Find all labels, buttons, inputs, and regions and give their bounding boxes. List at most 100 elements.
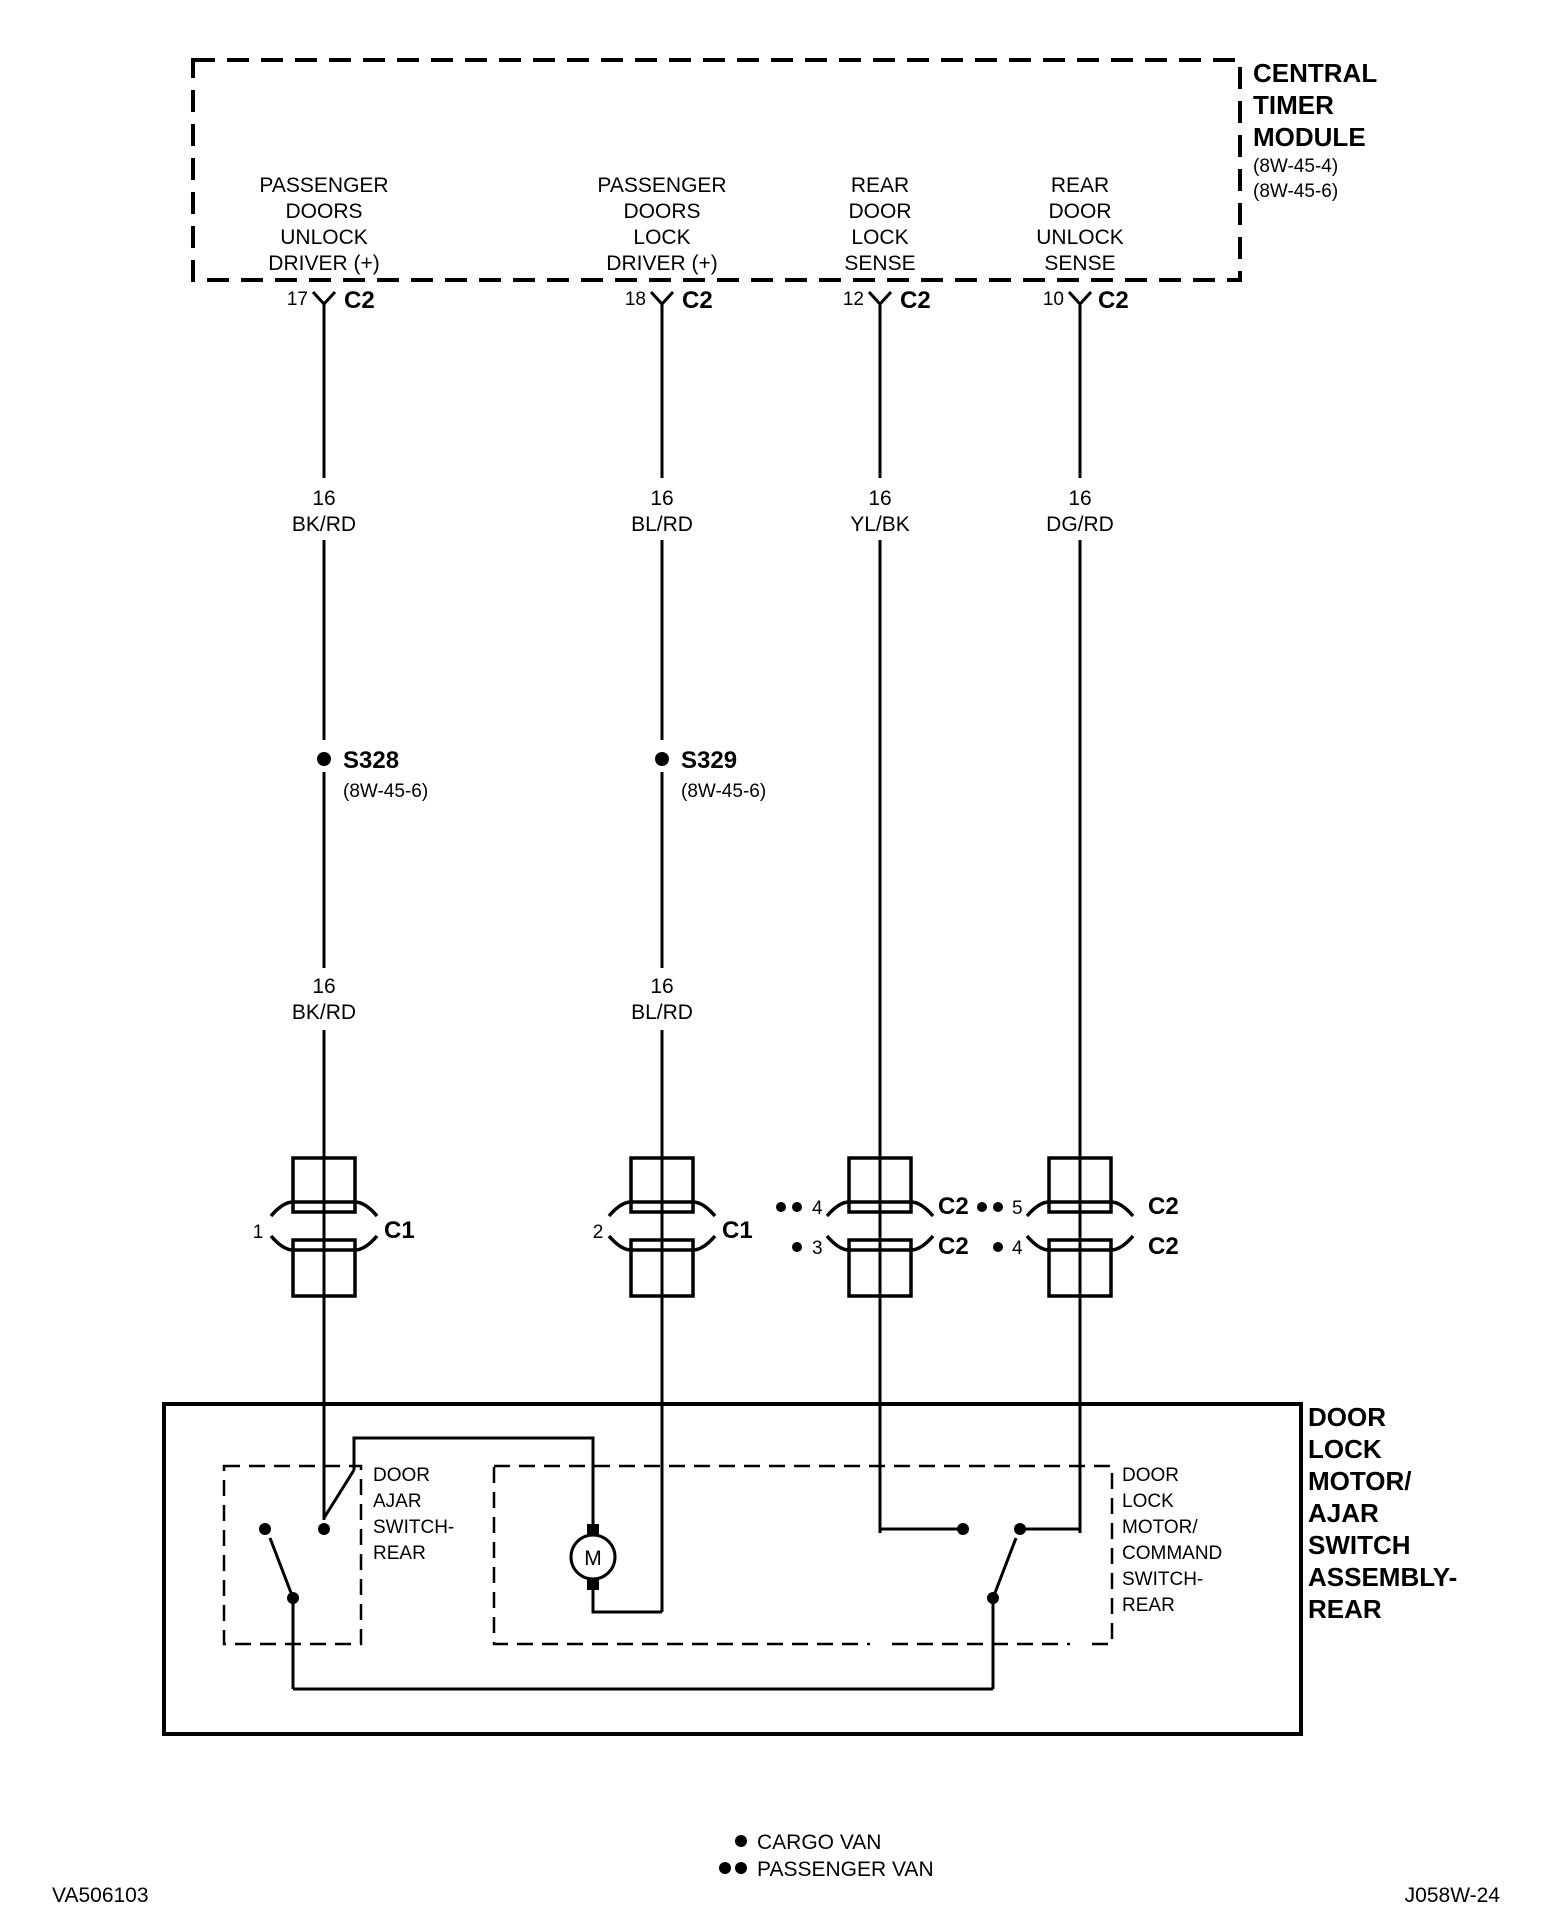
c3-connector: C2	[900, 287, 931, 314]
c2-color: BL/RD	[631, 513, 693, 536]
c2-gauge-2: 16	[650, 975, 673, 998]
c3-pin: 12	[843, 289, 864, 310]
c3-passenger-dot-1	[776, 1202, 786, 1212]
c2-func-1: PASSENGER	[597, 174, 726, 197]
c1-func-4: DRIVER (+)	[268, 252, 379, 275]
c3-gauge: 16	[868, 487, 891, 510]
motor-label-4: COMMAND	[1122, 1543, 1222, 1564]
legend-passenger-dot-1	[719, 1862, 731, 1874]
c1-inline-connector: C1	[384, 1217, 415, 1244]
splice-s328-name: S328	[343, 747, 399, 774]
c3-passenger-dot-2	[792, 1202, 802, 1212]
c2-inline-pin: 2	[593, 1222, 604, 1243]
footer-right-id: J058W-24	[1405, 1884, 1501, 1907]
c3-func-2: DOOR	[849, 200, 912, 223]
c2-func-4: DRIVER (+)	[606, 252, 717, 275]
wires	[322, 312, 1082, 1672]
c2-func-3: LOCK	[633, 226, 690, 249]
ajar-switch-label: DOOR AJAR SWITCH- REAR	[373, 1465, 454, 1564]
ajar-label-4: REAR	[373, 1543, 426, 1564]
lock-motor-label: DOOR LOCK MOTOR/ COMMAND SWITCH- REAR	[1122, 1465, 1222, 1616]
assembly-name-7: REAR	[1308, 1594, 1382, 1624]
c3-inline-connector-b: C2	[938, 1233, 969, 1260]
inline-connector-c4	[1025, 1156, 1135, 1298]
c3-inline-pin-b: 3	[812, 1238, 823, 1259]
command-contact-right	[1014, 1523, 1026, 1535]
c2-pin: 18	[625, 289, 646, 310]
legend-passenger-label: PASSENGER VAN	[757, 1858, 934, 1881]
ajar-label-1: DOOR	[373, 1465, 430, 1486]
c2-func-2: DOORS	[623, 200, 700, 223]
assembly-internal-wiring: M	[259, 1436, 1080, 1691]
legend-cargo-dot	[735, 1835, 747, 1847]
command-contact-left	[957, 1523, 969, 1535]
inline-connector-c3	[825, 1156, 935, 1298]
c4-func-3: UNLOCK	[1036, 226, 1124, 249]
splice-s329-dot	[655, 752, 669, 766]
motor-label-6: REAR	[1122, 1595, 1175, 1616]
module-label: CENTRAL TIMER MODULE (8W-45-4) (8W-45-6)	[1253, 58, 1377, 202]
c1-inline-pin: 1	[253, 1222, 264, 1243]
motor-label-1: DOOR	[1122, 1465, 1179, 1486]
assembly-name-3: MOTOR/	[1308, 1466, 1412, 1496]
c1-func-2: DOORS	[285, 200, 362, 223]
inline-connectors: 1 C1 2 C1 4 C2 3 C2	[253, 1156, 1179, 1298]
c4-passenger-dot-2	[993, 1202, 1003, 1212]
c4-inline-pin-a: 5	[1012, 1198, 1023, 1219]
motor-top-terminal	[587, 1524, 599, 1534]
c4-pin: 10	[1043, 289, 1064, 310]
c4-inline-pin-b: 4	[1012, 1238, 1023, 1259]
c1-func-3: UNLOCK	[280, 226, 368, 249]
c4-connector: C2	[1098, 287, 1129, 314]
assembly-name-4: AJAR	[1308, 1498, 1379, 1528]
inline-connector-c2-pin2	[607, 1156, 717, 1298]
motor-label-3: MOTOR/	[1122, 1517, 1198, 1538]
c3-inline-connector-a: C2	[938, 1193, 969, 1220]
central-timer-module-box	[191, 58, 1242, 282]
motor-label-5: SWITCH-	[1122, 1569, 1203, 1590]
splice-s328-ref: (8W-45-6)	[343, 781, 428, 802]
door-lock-assembly-box	[162, 1402, 1303, 1736]
c4-func-4: SENSE	[1044, 252, 1115, 275]
ajar-contact-left	[259, 1523, 271, 1535]
c2-gauge: 16	[650, 487, 673, 510]
inline-connector-c1-pin1	[269, 1156, 379, 1298]
module-ref-1: (8W-45-4)	[1253, 156, 1338, 177]
c4-cargo-dot	[993, 1242, 1003, 1252]
c3-func-4: SENSE	[844, 252, 915, 275]
c4-inline-connector-a: C2	[1148, 1193, 1179, 1220]
c4-func-2: DOOR	[1049, 200, 1112, 223]
assembly-name-6: ASSEMBLY-	[1308, 1562, 1457, 1592]
c4-func-1: REAR	[1051, 174, 1109, 197]
c3-func-3: LOCK	[851, 226, 908, 249]
motor-icon	[569, 1533, 617, 1581]
c1-color: BK/RD	[292, 513, 356, 536]
ajar-label-3: SWITCH-	[373, 1517, 454, 1538]
c1-pin: 17	[287, 289, 308, 310]
c1-connector: C2	[344, 287, 375, 314]
c1-color-2: BK/RD	[292, 1001, 356, 1024]
c3-cargo-dot	[792, 1242, 802, 1252]
splice-s329-name: S329	[681, 747, 737, 774]
assembly-name-1: DOOR	[1308, 1402, 1386, 1432]
legend-passenger-dot-2	[735, 1862, 747, 1874]
c4-passenger-dot-1	[977, 1202, 987, 1212]
splices: S328 (8W-45-6) S329 (8W-45-6)	[317, 747, 766, 802]
module-connector-pins: 17 C2 18 C2 12 C2 10 C2	[287, 287, 1129, 314]
wire-labels: 16 BK/RD 16 BL/RD 16 YL/BK 16 DG/RD 16 B…	[292, 487, 1114, 1024]
c2-inline-connector: C1	[722, 1217, 753, 1244]
splice-s328-dot	[317, 752, 331, 766]
c2-connector: C2	[682, 287, 713, 314]
footer-left-id: VA506103	[52, 1884, 149, 1907]
module-ref-2: (8W-45-6)	[1253, 181, 1338, 202]
motor-symbol: M	[584, 1547, 602, 1570]
legend: CARGO VAN PASSENGER VAN	[719, 1831, 934, 1881]
module-name-line-3: MODULE	[1253, 122, 1366, 152]
c4-color: DG/RD	[1046, 513, 1114, 536]
circuit-function-labels: PASSENGER DOORS UNLOCK DRIVER (+) PASSEN…	[259, 174, 1123, 275]
c2-color-2: BL/RD	[631, 1001, 693, 1024]
c1-func-1: PASSENGER	[259, 174, 388, 197]
motor-label-2: LOCK	[1122, 1491, 1174, 1512]
lock-motor-switch-box	[492, 1464, 1114, 1646]
